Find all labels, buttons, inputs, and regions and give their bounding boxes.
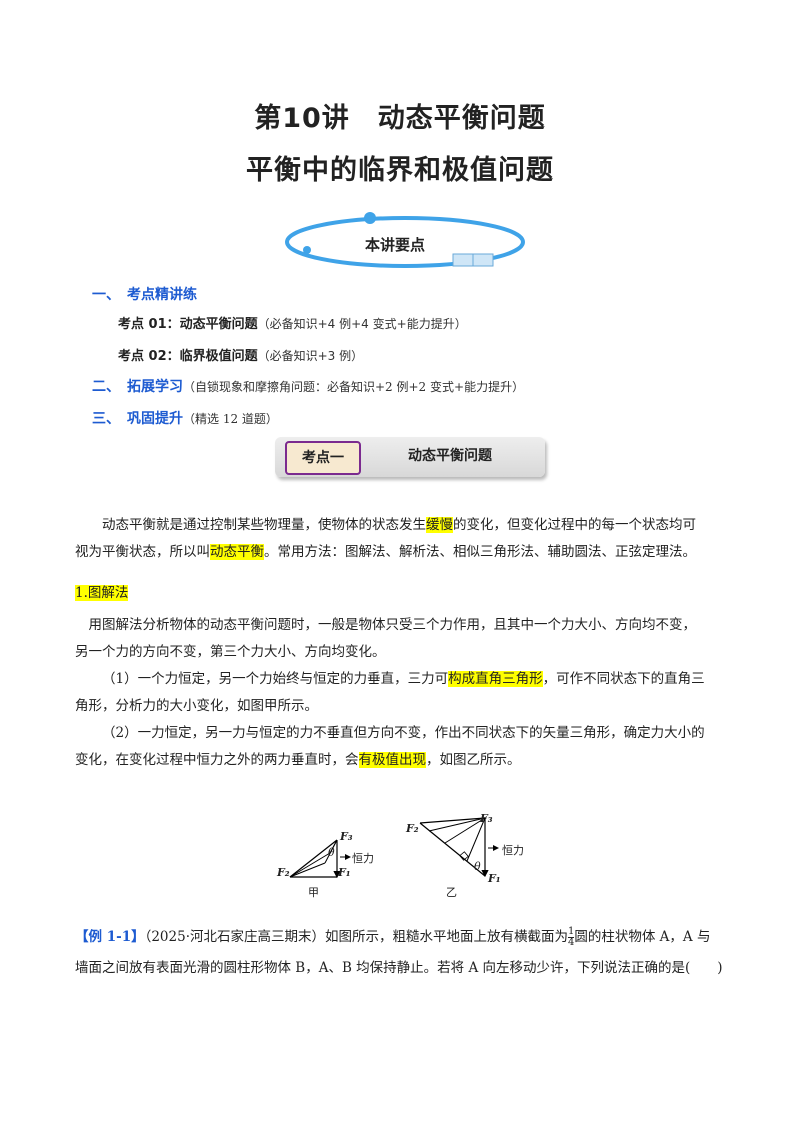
yi-diag-line [419, 822, 486, 877]
toc-kp1-note: （必备知识+4 例+4 变式+能力提升） [257, 317, 467, 331]
p2-text-b: 另一个力的方向不变，第三个力大小、方向均变化。 [75, 644, 386, 660]
fraction-denominator: 4 [568, 937, 575, 948]
yi-right-angle [459, 851, 469, 861]
yi-const-label: 恒力 [502, 844, 524, 857]
toc-section-2: 二、 拓展学习（自锁现象和摩擦角问题：必备知识+2 例+2 变式+能力提升） [92, 376, 524, 396]
lecture-subtitle: 平衡中的临界和极值问题 [246, 155, 554, 186]
jia-F2-label: F₂ [277, 866, 290, 879]
p3-text-a: （1）一个力恒定，另一个力始终与恒定的力垂直，三力可 [102, 671, 449, 687]
example-text-a: （2025·河北石家庄高三期末）如图所示，粗糙水平地面上放有横截面为 [144, 929, 568, 945]
jia-caption: 甲 [308, 886, 319, 899]
banner-ellipse-icon [285, 212, 525, 268]
p1-highlight-1: 缓慢 [426, 517, 453, 533]
p4-text-c: ，如图乙所示。 [426, 752, 521, 768]
toc-s3-label: 三、 巩固提升 [92, 411, 183, 427]
heading-graphic-method: 1.图解法 [75, 585, 129, 601]
toc-section-1: 一、 考点精讲练 [92, 287, 197, 303]
jia-theta-label: θ [328, 846, 335, 859]
toc-kp1-label: 考点 01：动态平衡问题 [118, 317, 258, 332]
p1-text-a: 动态平衡就是通过控制某些物理量，使物体的状态发生 [102, 517, 426, 533]
p2-text-a: 用图解法分析物体的动态平衡问题时，一般是物体只受三个力作用，且其中一个力大小、方… [88, 617, 697, 633]
jia-F1-label: F₁ [338, 866, 351, 879]
example-text-b: 圆的柱状物体 A，A 与 [574, 929, 711, 945]
yi-theta-label: θ [474, 860, 481, 873]
yi-F3-label: F₃ [480, 812, 493, 825]
figure-yi-diagram [419, 817, 499, 878]
toc-s2-note: （自锁现象和摩擦角问题：必备知识+2 例+2 变式+能力提升） [183, 380, 525, 394]
lecture-title: 第10讲 动态平衡问题 [254, 103, 546, 134]
method-heading: 1.图解法 [75, 580, 735, 607]
yi-F1-label: F₁ [488, 872, 501, 885]
p4-text-b: 变化，在变化过程中恒力之外的两力垂直时，会 [75, 752, 359, 768]
jia-const-label: 恒力 [352, 852, 374, 865]
toc-kp2-label: 考点 02：临界极值问题 [118, 349, 258, 364]
method-paragraph: 用图解法分析物体的动态平衡问题时，一般是物体只受三个力作用，且其中一个力大小、方… [75, 612, 735, 666]
banner-title: 本讲要点 [364, 236, 425, 254]
example-text-c: 墙面之间放有表面光滑的圆柱形物体 B，A、B 均保持静止。若将 A 向左移动少许… [75, 960, 723, 976]
case2-paragraph: （2）一力恒定，另一力与恒定的力不垂直但方向不变，作出不同状态下的矢量三角形，确… [75, 720, 735, 774]
p4-highlight: 有极值出现 [358, 752, 426, 768]
section-box-tag: 考点一 [285, 441, 361, 475]
example-tag: 【例 1-1】 [75, 929, 145, 945]
jia-line-2 [289, 852, 331, 878]
yi-top-line [419, 817, 486, 824]
p3-text-b: ，可作不同状态下的直角三 [542, 671, 705, 687]
jia-hyp-line [289, 839, 338, 878]
p1-highlight-2: 动态平衡 [210, 544, 264, 560]
intro-paragraph: 动态平衡就是通过控制某些物理量，使物体的状态发生缓慢的变化，但变化过程中的每一个… [75, 512, 735, 566]
toc-kp1: 考点 01：动态平衡问题（必备知识+4 例+4 变式+能力提升） [118, 313, 467, 332]
yi-line-3 [466, 817, 486, 862]
p1-text-b: 的变化，但变化过程中的每一个状态均可 [453, 517, 696, 533]
section-box-title: 动态平衡问题 [408, 448, 492, 464]
figure-jia-diagram [289, 839, 351, 879]
yi-line-2 [428, 817, 486, 832]
p4-text-a: （2）一力恒定，另一力与恒定的力不垂直但方向不变，作出不同状态下的矢量三角形，确… [102, 725, 705, 741]
toc-s3-note: （精选 12 道题） [183, 412, 278, 426]
yi-caption: 乙 [446, 886, 457, 899]
p3-highlight: 构成直角三角形 [448, 671, 543, 687]
case1-paragraph: （1）一个力恒定，另一个力始终与恒定的力垂直，三力可构成直角三角形，可作不同状态… [75, 666, 735, 720]
jia-F3-label: F₃ [340, 830, 353, 843]
toc-s2-label: 二、 拓展学习 [92, 379, 183, 395]
example-1-1: 【例 1-1】（2025·河北石家庄高三期末）如图所示，粗糙水平地面上放有横截面… [75, 922, 745, 984]
p1-text-c: 视为平衡状态，所以叫 [75, 544, 210, 560]
toc-kp2-note: （必备知识+3 例） [257, 349, 364, 363]
p3-text-c: 角形，分析力的大小变化，如图甲所示。 [75, 698, 318, 714]
fraction-numerator: 1 [568, 926, 575, 938]
p1-text-d: 。常用方法：图解法、解析法、相似三角形法、辅助圆法、正弦定理法。 [264, 544, 696, 560]
jia-line-5 [329, 839, 338, 854]
yi-F2-label: F₂ [406, 822, 419, 835]
toc-kp2: 考点 02：临界极值问题（必备知识+3 例） [118, 345, 363, 364]
jia-line-3 [289, 862, 326, 878]
yi-line-4 [444, 817, 486, 844]
toc-section-3: 三、 巩固提升（精选 12 道题） [92, 408, 278, 428]
